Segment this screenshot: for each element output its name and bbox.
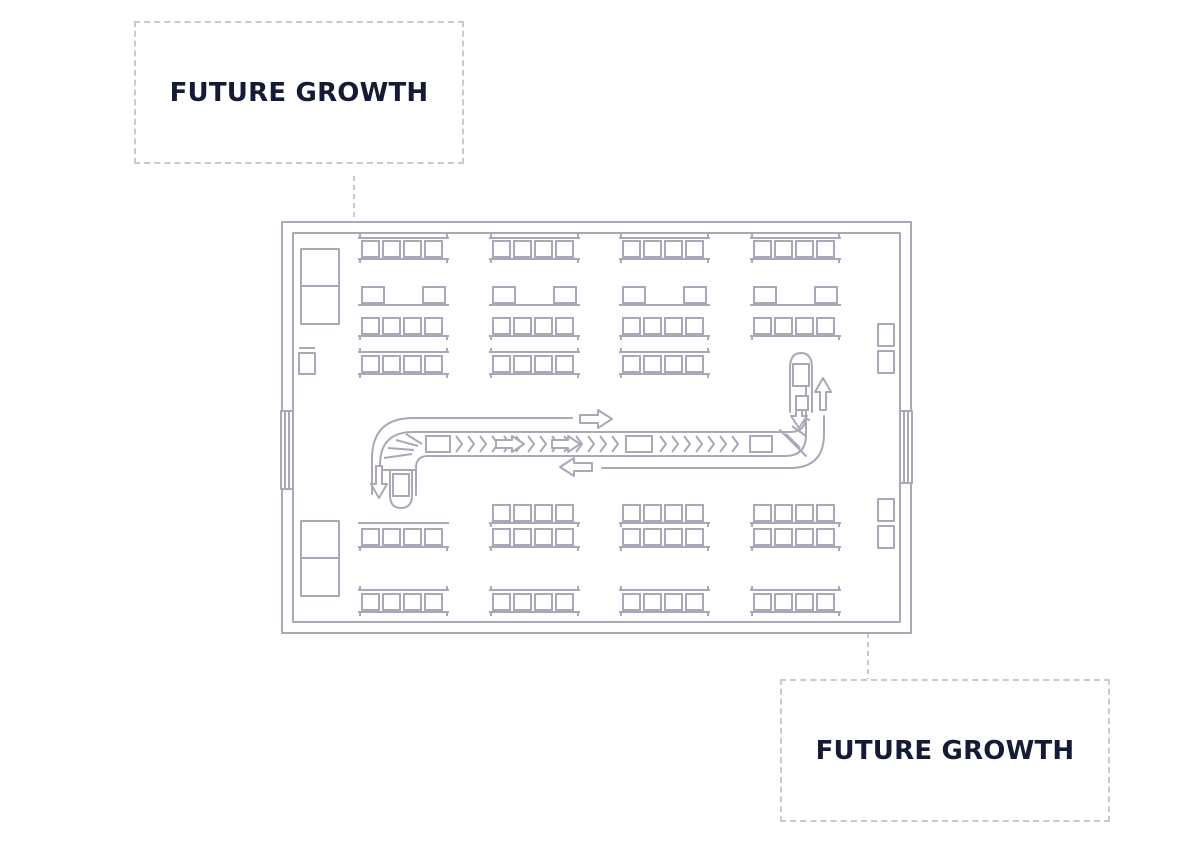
rack-row-2 [358, 286, 449, 340]
future-growth-label-top: FUTURE GROWTH [169, 77, 429, 108]
tote-icon [625, 435, 653, 453]
rack-row-5 [619, 586, 710, 616]
roller-chevron [467, 435, 475, 453]
rack-row-2 [619, 286, 710, 340]
rack-row-4 [489, 504, 580, 551]
rack-row-1 [750, 234, 841, 263]
rack-row-5 [750, 586, 841, 616]
arrow-right-icon [551, 435, 581, 453]
arrow-down-icon [370, 465, 388, 499]
roller-segment [395, 439, 419, 447]
rack-row-4 [750, 504, 841, 551]
rack-row-3 [489, 348, 580, 378]
roller-chevron [671, 435, 679, 453]
cart-icon [792, 363, 810, 387]
rack-row-3 [358, 348, 449, 378]
rack-row-5 [358, 586, 449, 616]
cart-icon [392, 473, 410, 497]
shelving-racks [358, 234, 841, 616]
rack-row-1 [358, 234, 449, 263]
rack-row-5 [489, 586, 580, 616]
future-growth-zone-top: FUTURE GROWTH [134, 21, 464, 164]
arrow-right-icon [495, 435, 525, 453]
rack-row-2 [489, 286, 580, 340]
rack-row-4 [619, 504, 710, 551]
storage-block-bottom-left [300, 520, 340, 597]
roller-chevron [707, 435, 715, 453]
roller-chevron [611, 435, 619, 453]
roller-chevron [659, 435, 667, 453]
door-left [280, 410, 294, 490]
roller-segment [791, 425, 807, 437]
roller-segment [387, 447, 415, 451]
roller-chevron [527, 435, 535, 453]
storage-block-top-left [300, 248, 340, 325]
conveyor-belt-lower-edge [415, 434, 807, 496]
roller-chevron [539, 435, 547, 453]
roller-chevron [695, 435, 703, 453]
roller-chevron [455, 435, 463, 453]
conveyor-end-left [389, 469, 413, 509]
future-growth-zone-bottom: FUTURE GROWTH [780, 679, 1110, 822]
door-right [899, 410, 913, 484]
future-growth-label-bottom: FUTURE GROWTH [815, 735, 1075, 766]
roller-segment [405, 433, 423, 445]
roller-chevron [731, 435, 739, 453]
roller-chevron [587, 435, 595, 453]
arrow-left-icon [559, 457, 593, 477]
flow-arrows [370, 377, 832, 499]
guide-rail-top [371, 417, 573, 495]
roller-chevron [575, 435, 583, 453]
tote-icon [749, 435, 773, 453]
arrow-down-icon [790, 409, 808, 429]
roller-chevron [599, 435, 607, 453]
roller-chevron [719, 435, 727, 453]
building-outer-wall [281, 221, 912, 634]
wall-cabinets-right-lower [877, 498, 895, 549]
guide-rail-bottom [601, 415, 825, 469]
roller-segment [785, 433, 801, 449]
tote-icon [425, 435, 451, 453]
rack-row-1 [489, 234, 580, 263]
conveyor-system [371, 352, 825, 509]
roller-chevron [683, 435, 691, 453]
arrow-up-icon [814, 377, 832, 411]
small-cabinet-left [298, 347, 316, 375]
conveyor-end-right [789, 352, 813, 413]
wall-cabinets-right-upper [877, 323, 895, 374]
rack-row-3 [619, 348, 710, 378]
arrow-right-icon [579, 409, 613, 429]
cart-icon [795, 395, 809, 411]
rack-row-2 [750, 286, 841, 340]
roller-segment [383, 453, 413, 459]
roller-chevron [479, 435, 487, 453]
rack-row-1 [619, 234, 710, 263]
rack-row-4 [358, 522, 449, 551]
conveyor-totes [392, 363, 810, 497]
